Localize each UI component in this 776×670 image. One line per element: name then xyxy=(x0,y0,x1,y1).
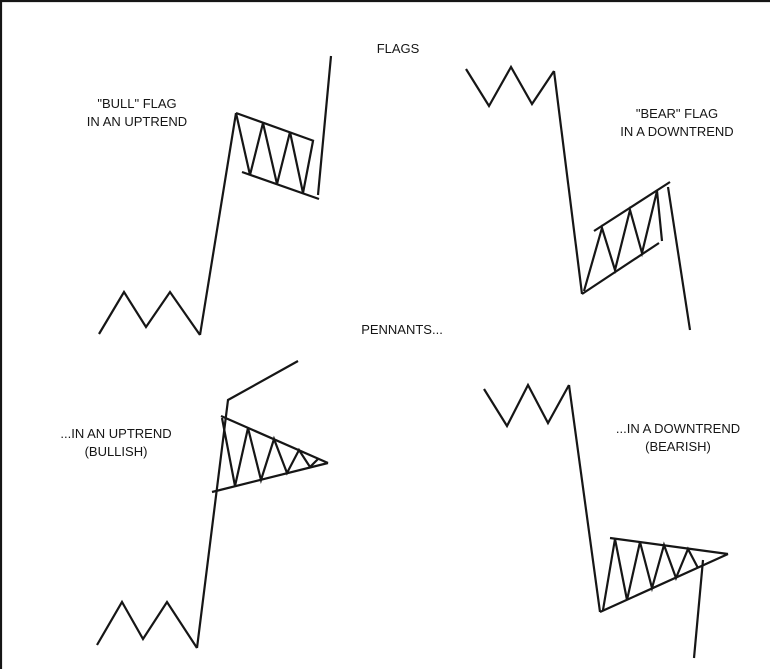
bear-pennant-lower-trendline xyxy=(599,552,729,614)
bear-flag-channel-bottom-line xyxy=(581,242,660,295)
bull-flag-breakout-line xyxy=(316,55,333,196)
bear-pennant-figure: ...IN A DOWNTREND (BEARISH) xyxy=(483,382,740,659)
bull-flag-label-line2: IN AN UPTREND xyxy=(87,114,187,129)
bull-pennant-figure: ...IN AN UPTREND (BULLISH) xyxy=(60,360,329,649)
bear-flag-breakout-line xyxy=(666,186,692,331)
bull-pennant-label-line1: ...IN AN UPTREND xyxy=(60,426,171,441)
bear-pennant-inner-zigzag xyxy=(601,538,699,611)
bear-flag-top-zigzag xyxy=(465,64,555,109)
bear-flag-figure: "BEAR" FLAG IN A DOWNTREND xyxy=(465,64,734,331)
bear-flag-channel-top-line xyxy=(593,181,671,232)
bear-pennant-pole-line xyxy=(567,384,602,613)
bull-pennant-base-zigzag xyxy=(96,599,198,649)
bull-flag-label-line1: "BULL" FLAG xyxy=(97,96,176,111)
bear-pennant-breakout-line xyxy=(692,559,705,659)
bear-flag-pole-line xyxy=(552,70,584,295)
bull-pennant-label-line2: (BULLISH) xyxy=(85,444,148,459)
pennants-title: PENNANTS... xyxy=(361,322,443,337)
bull-pennant-inner-zigzag xyxy=(220,417,319,487)
bear-flag-inner-zigzag xyxy=(582,190,664,292)
bull-pennant-lower-trendline xyxy=(211,461,329,494)
bear-pennant-label-line1: ...IN A DOWNTREND xyxy=(616,421,740,436)
bull-pennant-pole-line xyxy=(195,360,299,649)
flags-title: FLAGS xyxy=(377,41,420,56)
bull-flag-base-zigzag xyxy=(98,289,201,336)
bear-pennant-upper-trendline xyxy=(609,536,729,556)
bear-flag-label-line2: IN A DOWNTREND xyxy=(620,124,733,139)
bull-flag-inner-zigzag xyxy=(234,112,315,194)
bear-pennant-top-zigzag xyxy=(483,382,570,429)
bull-flag-channel-bottom-line xyxy=(241,170,320,201)
bear-pennant-label-line2: (BEARISH) xyxy=(645,439,711,454)
bull-flag-channel-top-line xyxy=(235,111,315,143)
bear-flag-label-line1: "BEAR" FLAG xyxy=(636,106,718,121)
bull-flag-pole-line xyxy=(198,112,238,336)
bull-flag-figure: "BULL" FLAG IN AN UPTREND xyxy=(87,55,333,336)
